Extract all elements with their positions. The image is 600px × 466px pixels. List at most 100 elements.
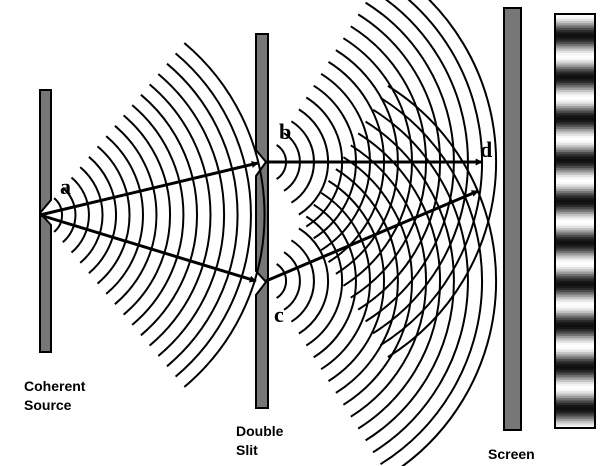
- source-wavefront-arc: [174, 52, 252, 378]
- fringe-slice: [555, 101, 595, 105]
- fringe-slice: [555, 322, 595, 326]
- fringe-slice: [555, 204, 595, 208]
- fringe-slice: [555, 349, 595, 353]
- slit-c-wavefront-arc: [365, 120, 455, 442]
- fringe-slice: [555, 313, 595, 316]
- slit-c-wavefront-arc: [320, 191, 371, 371]
- fringe-slice: [555, 119, 595, 123]
- fringe-slice: [555, 411, 595, 415]
- fringe-slice: [555, 377, 595, 381]
- fringe-slice: [555, 165, 595, 169]
- fringe-slice: [555, 177, 595, 181]
- fringe-slice: [555, 18, 595, 22]
- fringe-slice: [555, 365, 595, 369]
- point-label-c: c: [274, 302, 284, 327]
- slit-c-wavefront-arc: [379, 96, 484, 466]
- fringe-slice: [555, 99, 595, 102]
- fringe-slice: [555, 140, 595, 144]
- fringe-slice: [555, 154, 595, 158]
- point-label-a: a: [60, 174, 71, 199]
- fringe-slice: [555, 271, 595, 275]
- fringe-slice: [555, 41, 595, 45]
- fringe-slice: [555, 324, 595, 328]
- fringe-slice: [555, 372, 595, 376]
- source-wavefronts: [53, 42, 266, 388]
- fringe-slice: [555, 200, 595, 204]
- fringe-slice: [555, 78, 595, 82]
- fringe-slice: [555, 223, 595, 227]
- fringe-slice: [555, 370, 595, 374]
- fringe-slice: [555, 303, 595, 307]
- fringe-slice: [555, 48, 595, 52]
- slit-c-wavefront-arc: [305, 215, 344, 347]
- interference-fringes: [555, 14, 595, 428]
- fringe-slice: [555, 55, 595, 59]
- fringe-slice: [555, 124, 595, 128]
- fringe-slice: [555, 301, 595, 305]
- fringe-slice: [555, 384, 595, 388]
- fringe-slice: [555, 331, 595, 335]
- fringe-slice: [555, 375, 595, 378]
- source-wavefront-arc: [131, 104, 185, 326]
- fringe-slice: [555, 310, 595, 314]
- fringe-slice: [555, 418, 595, 422]
- slit-c-wavefront-arc: [357, 132, 441, 430]
- fringe-slice: [555, 23, 595, 27]
- slit-c-wavefront-arc: [335, 168, 399, 394]
- fringe-slice: [555, 345, 595, 349]
- fringe-slice: [555, 393, 595, 397]
- fringe-slice: [555, 69, 595, 73]
- fringe-slice: [555, 230, 595, 234]
- slit-c-wavefront-arc: [276, 263, 287, 299]
- fringe-slice: [555, 299, 595, 303]
- fringe-slice: [555, 188, 595, 192]
- fringe-slice: [555, 122, 595, 125]
- fringe-slice: [555, 340, 595, 344]
- fringe-slice: [555, 117, 595, 121]
- fringe-slice: [555, 175, 595, 178]
- fringe-slice: [555, 85, 595, 89]
- fringe-slice: [555, 46, 595, 50]
- fringe-slice: [555, 96, 595, 100]
- source-wavefront-arc: [114, 125, 158, 305]
- fringe-slice: [555, 423, 595, 427]
- fringe-slice: [555, 202, 595, 206]
- fringe-slice: [555, 244, 595, 247]
- fringe-slice: [555, 94, 595, 98]
- fringe-slice: [555, 333, 595, 337]
- source-wavefront-arc: [148, 83, 212, 347]
- fringe-slice: [555, 37, 595, 40]
- fringe-slice: [555, 221, 595, 224]
- fringe-slice: [555, 287, 595, 291]
- source-wavefront-arc: [183, 42, 266, 388]
- fringe-slice: [555, 110, 595, 114]
- fringe-slice: [555, 158, 595, 162]
- fringe-slice: [555, 382, 595, 385]
- source-barrier: [38, 89, 52, 353]
- fringe-slice: [555, 319, 595, 323]
- fringe-slice: [555, 163, 595, 167]
- fringe-slice: [555, 16, 595, 20]
- fringe-slice: [555, 156, 595, 160]
- fringe-slice: [555, 421, 595, 424]
- fringe-slice: [555, 57, 595, 61]
- fringe-slice: [555, 126, 595, 130]
- fringe-slice: [555, 179, 595, 183]
- source-wavefront-arc: [79, 166, 104, 264]
- ray-a-to-c: [39, 213, 257, 283]
- fringe-slice: [555, 92, 595, 96]
- ray-a-to-b: [39, 161, 259, 217]
- fringe-slice: [555, 248, 595, 252]
- fringe-slice: [555, 129, 595, 132]
- fringe-slice: [555, 115, 595, 119]
- fringe-slice: [555, 145, 595, 148]
- fringe-slice: [555, 354, 595, 358]
- ray-c-to-d: [265, 189, 479, 283]
- source-wavefront-arc: [88, 156, 117, 274]
- coherent-source-caption-line1: Coherent: [24, 378, 86, 394]
- fringe-slice: [555, 342, 595, 346]
- fringe-slice: [555, 414, 595, 418]
- slit-c-wavefront-arc: [387, 85, 498, 466]
- fringe-slice: [555, 409, 595, 413]
